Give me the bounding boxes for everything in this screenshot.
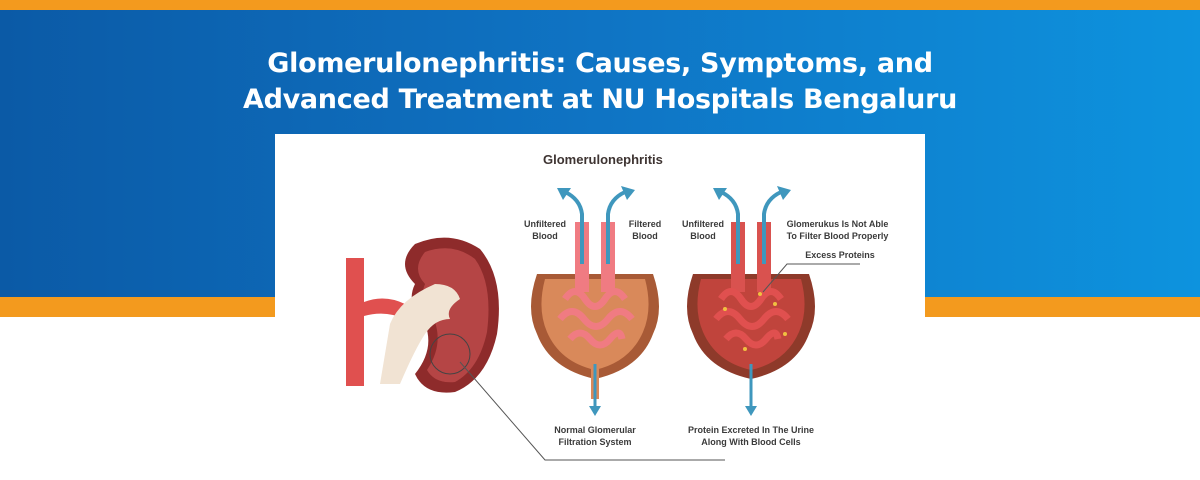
title-line-1: Glomerulonephritis: Causes, Symptoms, an… bbox=[267, 48, 933, 79]
label-line: Unfiltered bbox=[523, 219, 566, 229]
label-line: Blood bbox=[690, 231, 716, 241]
diagram-title: Glomerulonephritis bbox=[543, 152, 663, 167]
diseased-filter-label: Glomerukus Is Not Able To Filter Blood Pr… bbox=[775, 218, 900, 242]
caption-line: Normal Glomerular bbox=[554, 425, 636, 435]
label-line: Unfiltered bbox=[681, 219, 724, 229]
page-title: Glomerulonephritis: Causes, Symptoms, an… bbox=[0, 46, 1200, 118]
kidney-illustration bbox=[346, 237, 725, 461]
excess-proteins-callout: Excess Proteins bbox=[805, 250, 875, 260]
label-line: Blood bbox=[632, 231, 658, 241]
glomerulonephritis-illustration bbox=[346, 186, 860, 461]
label-line: Blood bbox=[532, 231, 558, 241]
normal-glomerulus bbox=[531, 186, 659, 416]
top-accent-stripe bbox=[0, 0, 1200, 10]
label-line: To Filter Blood Properly bbox=[786, 231, 889, 241]
label-line: Filtered bbox=[628, 219, 662, 229]
caption-line: Filtration System bbox=[558, 437, 632, 447]
label-line: Glomerukus Is Not Able bbox=[786, 219, 889, 229]
title-line-2: Advanced Treatment at NU Hospitals Benga… bbox=[242, 84, 958, 115]
caption-line: Along With Blood Cells bbox=[701, 437, 801, 447]
diseased-glomerulus bbox=[687, 186, 860, 416]
caption-line: Protein Excreted In The Urine bbox=[687, 425, 815, 435]
